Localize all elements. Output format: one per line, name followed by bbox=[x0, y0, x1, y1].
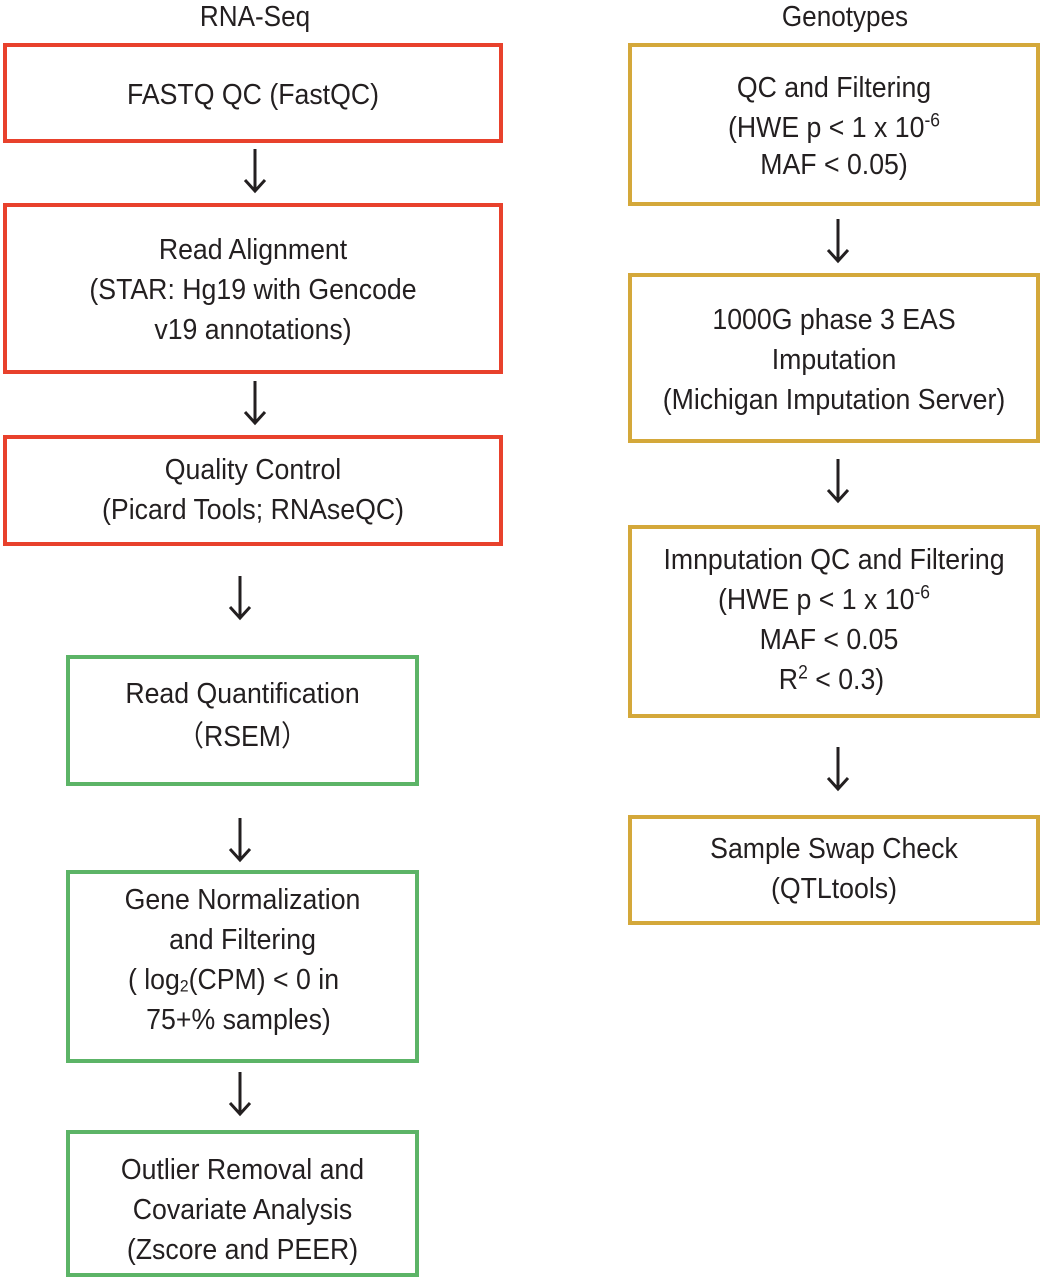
sample-fraction: 75+% samples) bbox=[146, 1004, 331, 1036]
fastq-qc-label: FASTQ QC (FastQC) bbox=[127, 79, 379, 111]
read-alignment-box: Read Alignment (STAR: Hg19 with Gencode … bbox=[3, 203, 503, 374]
imputation-hwe-threshold: (HWE p < 1 x 10-6 bbox=[717, 582, 931, 616]
gene-filtering-title: and Filtering bbox=[169, 924, 316, 956]
imputation-title: Imputation bbox=[771, 344, 897, 376]
outlier-methods: (Zscore and PEER) bbox=[126, 1234, 359, 1266]
arrow-down-icon bbox=[228, 575, 252, 621]
genotype-qc-title: QC and Filtering bbox=[736, 72, 932, 104]
sample-swap-box: Sample Swap Check (QTLtools) bbox=[628, 815, 1040, 925]
read-alignment-title: Read Alignment bbox=[158, 234, 348, 266]
fastq-qc-box: FASTQ QC (FastQC) bbox=[3, 43, 503, 143]
imputation-r2-threshold: R2 < 0.3) bbox=[778, 662, 885, 696]
read-quantification-title: Read Quantification bbox=[125, 678, 360, 710]
read-alignment-tool: (STAR: Hg19 with Gencode bbox=[89, 274, 417, 306]
quality-control-box: Quality Control (Picard Tools; RNAseQC) bbox=[3, 435, 503, 546]
genotype-maf-threshold: MAF < 0.05) bbox=[760, 149, 908, 181]
quality-control-tools: (Picard Tools; RNAseQC) bbox=[102, 494, 404, 526]
genotype-hwe-threshold: (HWE p < 1 x 10-6 bbox=[727, 110, 941, 144]
imputation-qc-box: Imnputation QC and Filtering (HWE p < 1 … bbox=[628, 525, 1040, 718]
gene-normalization-box: Gene Normalization and Filtering ( log2(… bbox=[66, 870, 419, 1063]
arrow-down-icon bbox=[826, 746, 850, 792]
quality-control-title: Quality Control bbox=[164, 454, 342, 486]
log-cpm-threshold: ( log2(CPM) < 0 in bbox=[127, 964, 340, 996]
genotype-qc-box: QC and Filtering (HWE p < 1 x 10-6 MAF <… bbox=[628, 43, 1040, 206]
imputation-maf-threshold: MAF < 0.05 bbox=[759, 624, 899, 656]
arrow-down-icon bbox=[243, 380, 267, 426]
rnaseq-column-title: RNA-Seq bbox=[199, 1, 311, 33]
arrow-down-icon bbox=[826, 218, 850, 264]
read-quantification-box: Read Quantification （RSEM） bbox=[66, 655, 419, 786]
genotypes-column-title: Genotypes bbox=[781, 1, 909, 33]
covariate-analysis-title: Covariate Analysis bbox=[132, 1194, 353, 1226]
imputation-server: (Michigan Imputation Server) bbox=[662, 384, 1006, 416]
arrow-down-icon bbox=[228, 817, 252, 863]
imputation-box: 1000G phase 3 EAS Imputation (Michigan I… bbox=[628, 273, 1040, 443]
arrow-down-icon bbox=[243, 148, 267, 194]
outlier-removal-box: Outlier Removal and Covariate Analysis (… bbox=[66, 1130, 419, 1277]
sample-swap-title: Sample Swap Check bbox=[710, 833, 958, 865]
arrow-down-icon bbox=[826, 458, 850, 504]
gene-normalization-title: Gene Normalization bbox=[124, 884, 361, 916]
read-quantification-tool: （RSEM） bbox=[177, 721, 308, 753]
outlier-removal-title: Outlier Removal and bbox=[120, 1154, 365, 1186]
read-alignment-annotations: v19 annotations) bbox=[154, 314, 352, 346]
imputation-qc-title: Imnputation QC and Filtering bbox=[663, 544, 1005, 576]
sample-swap-tool: (QTLtools) bbox=[770, 873, 898, 905]
arrow-down-icon bbox=[228, 1071, 252, 1117]
imputation-panel: 1000G phase 3 EAS bbox=[712, 304, 956, 336]
